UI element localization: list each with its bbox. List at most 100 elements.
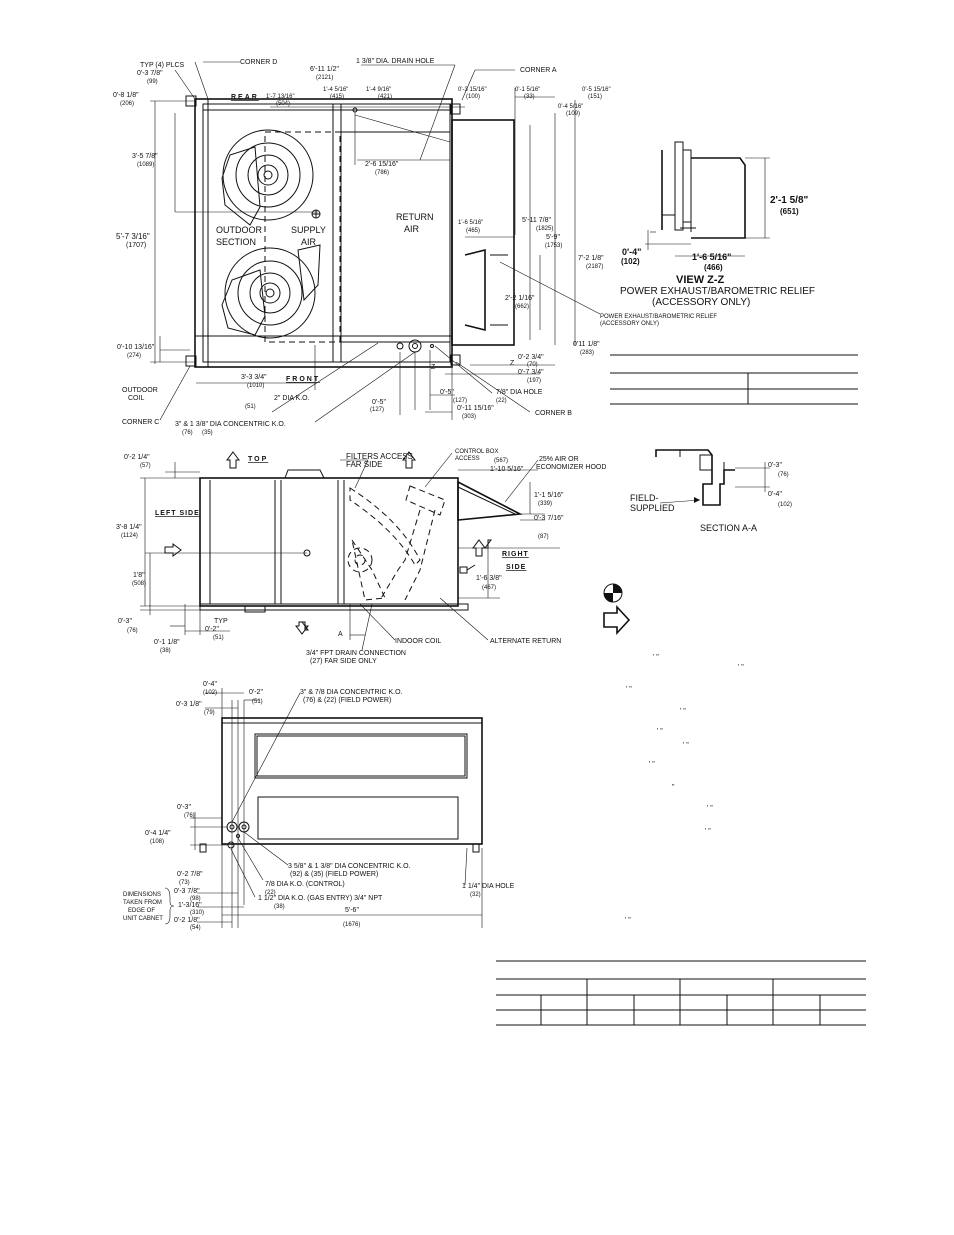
svg-text:(22): (22) — [265, 890, 276, 896]
svg-text:(1707): (1707) — [126, 242, 146, 249]
svg-text:0'-5": 0'-5" — [440, 389, 454, 396]
svg-text:(70): (70) — [527, 362, 538, 368]
pe-relief-label: POWER EXHAUST/BAROMETRIC RELIEF — [600, 314, 717, 320]
svg-text:(1676): (1676) — [343, 922, 360, 928]
svg-text:1'-6 5/16": 1'-6 5/16" — [458, 220, 483, 226]
svg-text:ACCESS: ACCESS — [455, 456, 480, 462]
svg-text:(57): (57) — [140, 463, 151, 469]
svg-text:0'-2": 0'-2" — [205, 626, 219, 633]
svg-text:3'-5 7/8": 3'-5 7/8" — [132, 153, 158, 160]
side-cabinet — [199, 477, 459, 607]
svg-text:COIL: COIL — [128, 395, 144, 402]
svg-text:SECTION: SECTION — [216, 237, 256, 247]
svg-text:POWER EXHAUST/BAROMETRIC RELIE: POWER EXHAUST/BAROMETRIC RELIEF — [620, 286, 815, 297]
center-of-gravity-icon — [603, 583, 623, 603]
svg-text:(1010): (1010) — [247, 383, 264, 389]
svg-text:0'-3": 0'-3" — [768, 462, 782, 469]
corner-d-label: CORNER D — [240, 59, 277, 66]
svg-text:(87): (87) — [538, 534, 549, 540]
svg-text:(274): (274) — [127, 353, 141, 359]
svg-text:2" DIA K.O.: 2" DIA K.O. — [274, 395, 310, 402]
svg-text:(786): (786) — [375, 170, 389, 176]
svg-text:A: A — [338, 631, 343, 638]
svg-text:5'-7 3/16": 5'-7 3/16" — [116, 232, 150, 241]
svg-text:(99): (99) — [147, 79, 158, 85]
section-aa: 0'-3" (76) 0'-4" (102) FIELD- SUPPLIED S… — [630, 449, 792, 533]
svg-text:5'-11 7/8": 5'-11 7/8" — [522, 217, 552, 224]
svg-text:(421): (421) — [378, 94, 392, 100]
svg-text:UNIT CABNET: UNIT CABNET — [123, 916, 163, 922]
svg-text:(38): (38) — [160, 648, 171, 654]
svg-text:0'-8 1/8": 0'-8 1/8" — [113, 92, 139, 99]
svg-text:7'-2 1/8": 7'-2 1/8" — [578, 255, 604, 262]
svg-text:(79): (79) — [204, 710, 215, 716]
svg-text:(339): (339) — [538, 501, 552, 507]
airflow-arrow-icon — [603, 604, 631, 636]
svg-text:(ACCESSORY ONLY): (ACCESSORY ONLY) — [652, 297, 750, 308]
hole-114-label: 1 1/4" DIA HOLE — [462, 883, 515, 890]
svg-text:(51): (51) — [252, 699, 263, 705]
svg-text:1'-4 5/16": 1'-4 5/16" — [323, 87, 348, 93]
corner-c-foot — [185, 355, 197, 367]
svg-text:0'-3": 0'-3" — [177, 804, 191, 811]
svg-text:' ": ' " — [738, 664, 744, 671]
svg-text:0'-4": 0'-4" — [622, 247, 641, 257]
svg-text:(76): (76) — [778, 472, 789, 478]
svg-text:(109): (109) — [566, 111, 580, 117]
svg-text:(151): (151) — [588, 94, 602, 100]
ko-gas-entry — [227, 841, 235, 849]
rear-label: REAR — [231, 94, 259, 101]
side-view: 0'-2 1/4" (57) TOP FILTERS ACCESS FAR SI… — [116, 449, 606, 665]
svg-text:(92) & (35) (FIELD POWER): (92) & (35) (FIELD POWER) — [290, 871, 378, 878]
outdoor-fan-upper — [221, 129, 314, 226]
svg-text:' ": ' " — [707, 805, 713, 812]
svg-text:(283): (283) — [580, 350, 594, 356]
svg-text:(108): (108) — [150, 839, 164, 845]
svg-text:1'-7 13/16": 1'-7 13/16" — [266, 94, 295, 100]
svg-text:0'-3 7/16": 0'-3 7/16" — [534, 515, 564, 522]
ko-gas-label: 1 1/2" DIA K.O. (GAS ENTRY) 3/4" NPT — [258, 895, 383, 902]
right-arrow-icon — [164, 543, 182, 557]
ko-2in — [396, 342, 404, 350]
svg-text:(508): (508) — [132, 581, 146, 587]
svg-text:1'-4 9/16": 1'-4 9/16" — [366, 87, 391, 93]
drain-hole-label: 1 3/8" DIA. DRAIN HOLE — [356, 58, 435, 65]
svg-text:(303): (303) — [462, 414, 476, 420]
svg-text:ECONOMIZER HOOD: ECONOMIZER HOOD — [536, 464, 606, 471]
top-label: TOP — [248, 456, 268, 463]
svg-text:0'-3 1/8": 0'-3 1/8" — [176, 701, 202, 708]
svg-text:(51): (51) — [213, 635, 224, 641]
svg-text:(ACCESSORY ONLY): (ACCESSORY ONLY) — [600, 321, 659, 327]
svg-text:0'-11 15/16": 0'-11 15/16" — [457, 405, 494, 412]
right-side-label: RIGHT — [502, 551, 529, 558]
return-air-label: RETURN — [396, 212, 434, 222]
svg-text:2'-6 15/16": 2'-6 15/16" — [365, 161, 399, 168]
up-arrow-icon — [226, 451, 240, 469]
front-label: FRONT — [286, 376, 320, 383]
svg-text:1'-3/16": 1'-3/16" — [178, 902, 202, 909]
svg-text:(76): (76) — [184, 813, 195, 819]
svg-text:(76): (76) — [127, 628, 138, 634]
svg-text:(33): (33) — [524, 94, 535, 100]
svg-text:(54): (54) — [190, 925, 201, 931]
svg-text:(102): (102) — [778, 502, 792, 508]
outdoor-fan-lower — [221, 247, 316, 339]
svg-text:(2187): (2187) — [586, 264, 603, 270]
svg-text:' ": ' " — [625, 917, 631, 924]
svg-text:5'-6": 5'-6" — [345, 907, 359, 914]
svg-text:0'-4": 0'-4" — [768, 491, 782, 498]
typ-plcs-label: TYP (4) PLCS — [140, 62, 185, 69]
svg-text:0'-3 15/16": 0'-3 15/16" — [458, 87, 487, 93]
power-exhaust-box — [451, 119, 515, 346]
svg-text:(465): (465) — [466, 228, 480, 234]
svg-text:1'-6 3/8": 1'-6 3/8" — [476, 575, 502, 582]
svg-text:": " — [672, 784, 675, 791]
svg-text:(51): (51) — [245, 404, 256, 410]
svg-text:' ": ' " — [705, 828, 711, 835]
plan-view: TYP (4) PLCS 0'-3 7/8" (99) CORNER D 6'-… — [113, 58, 717, 436]
svg-text:0'-1 1/8": 0'-1 1/8" — [154, 639, 180, 646]
svg-text:(76) & (22) (FIELD POWER): (76) & (22) (FIELD POWER) — [303, 697, 391, 704]
return-air-dashed — [264, 131, 451, 343]
drain-connection-label: 3/4" FPT DRAIN CONNECTION — [306, 650, 406, 657]
svg-text:(197): (197) — [527, 378, 541, 384]
